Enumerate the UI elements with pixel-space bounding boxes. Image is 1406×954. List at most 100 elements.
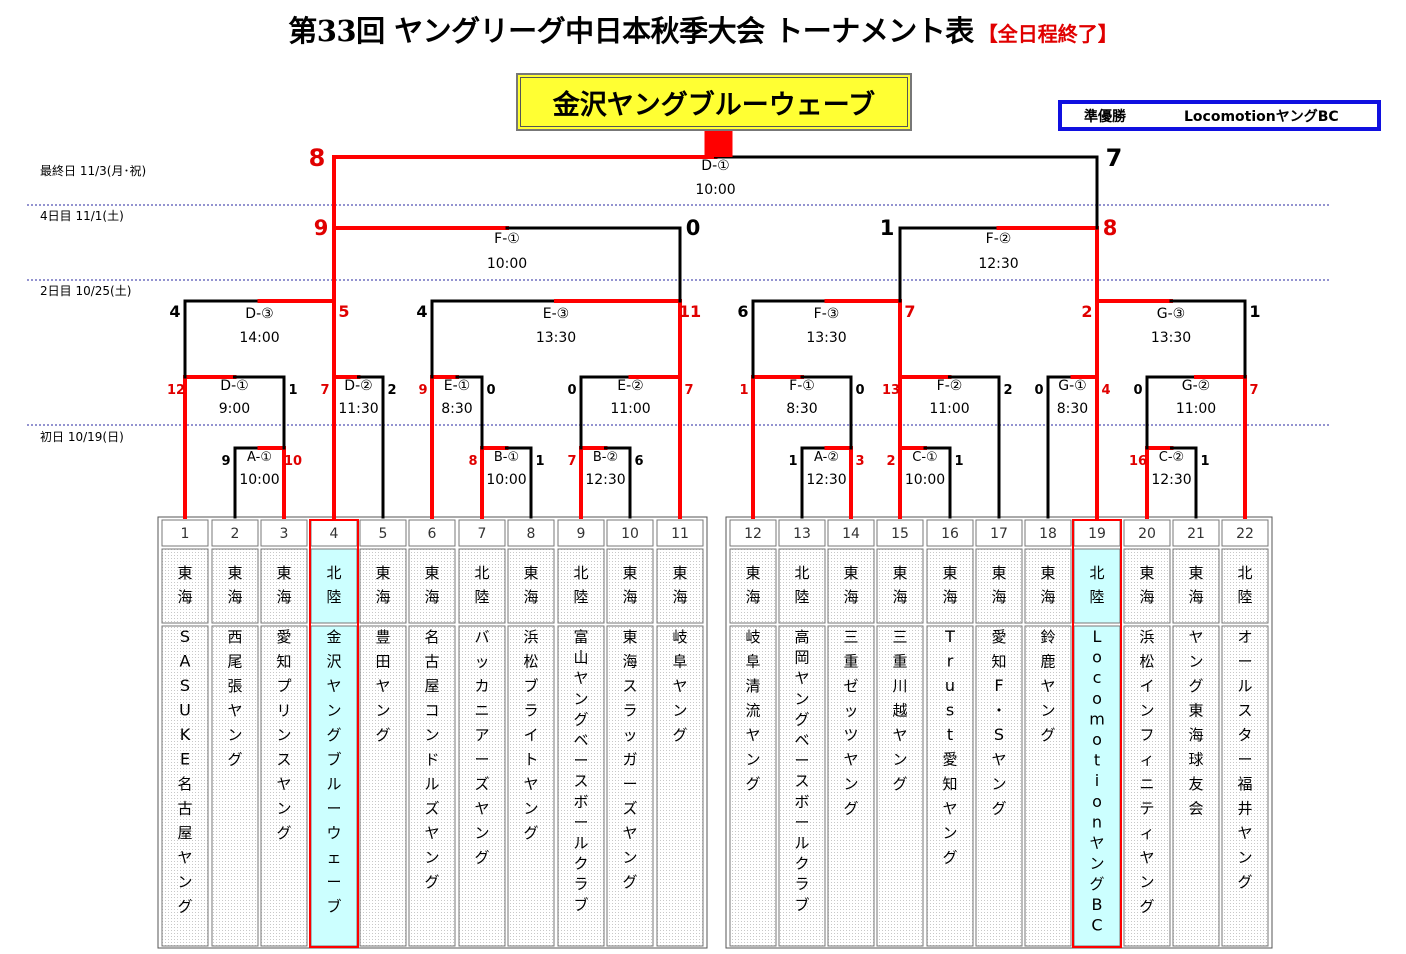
match-id: E-② bbox=[617, 378, 643, 394]
team-number-cell bbox=[975, 519, 1023, 547]
team-region: 海 bbox=[1188, 588, 1203, 606]
team-name-cell bbox=[778, 625, 826, 947]
team-name: ル bbox=[794, 834, 809, 852]
team-name: 富 bbox=[573, 628, 588, 646]
team-name: 海 bbox=[1188, 726, 1203, 744]
team-name: グ bbox=[843, 800, 858, 818]
team-name: 球 bbox=[1188, 751, 1203, 769]
team-name: 岐 bbox=[745, 628, 760, 646]
team-name: ヤ bbox=[276, 775, 291, 793]
team-name: ー bbox=[573, 813, 588, 831]
score-right: 2 bbox=[387, 383, 396, 398]
team-number-cell bbox=[778, 519, 826, 547]
team-region-cell bbox=[161, 548, 209, 624]
team-number-cell bbox=[1024, 519, 1072, 547]
match-id: F-③ bbox=[814, 306, 840, 322]
team-region: 東 bbox=[1040, 564, 1055, 582]
team-name: タ bbox=[1237, 726, 1252, 744]
team-name: ル bbox=[573, 834, 588, 852]
team-number-cell bbox=[876, 519, 924, 547]
team-region: 東 bbox=[375, 564, 390, 582]
team-name: 海 bbox=[622, 653, 637, 671]
score-right: 1 bbox=[535, 454, 544, 469]
team-name: ヤ bbox=[424, 824, 439, 842]
team-region-cell bbox=[458, 548, 506, 624]
team-name: o bbox=[1092, 792, 1102, 811]
team-region: 東 bbox=[991, 564, 1006, 582]
match-id: F-② bbox=[937, 378, 963, 394]
team-region: 北 bbox=[1237, 564, 1252, 582]
match-id: F-① bbox=[789, 378, 815, 394]
score-right: 4 bbox=[1101, 383, 1110, 398]
team-name: 三 bbox=[843, 628, 858, 646]
team-number: 7 bbox=[478, 526, 487, 542]
team-name: ヤ bbox=[1188, 628, 1203, 646]
team-name: コ bbox=[424, 702, 439, 720]
runner-up-team: LocomotionヤングBC bbox=[1184, 108, 1339, 125]
team-name-cell bbox=[211, 625, 259, 947]
match-time: 10:00 bbox=[905, 472, 945, 488]
team-name-cell bbox=[260, 625, 308, 947]
team-number: 20 bbox=[1138, 526, 1156, 542]
team-region: 北 bbox=[1089, 564, 1104, 582]
team-name: o bbox=[1092, 648, 1102, 667]
team-number-cell bbox=[1123, 519, 1171, 547]
team-name-cell bbox=[1123, 625, 1171, 947]
team-name: U bbox=[179, 701, 191, 720]
match-time: 8:30 bbox=[786, 401, 817, 417]
match-time: 13:30 bbox=[536, 330, 576, 346]
team-number-cell bbox=[729, 519, 777, 547]
team-name: S bbox=[180, 627, 190, 646]
team-name: C bbox=[1091, 915, 1102, 934]
team-name-cell bbox=[876, 625, 924, 947]
team-name-cell bbox=[458, 625, 506, 947]
team-number: 9 bbox=[577, 526, 586, 542]
score-right: 2 bbox=[1003, 383, 1012, 398]
team-name: S bbox=[994, 725, 1004, 744]
team-name: 岐 bbox=[672, 628, 687, 646]
team-name-cell bbox=[827, 625, 875, 947]
team-name: グ bbox=[276, 824, 291, 842]
match-time: 11:30 bbox=[338, 401, 378, 417]
team-region: 海 bbox=[892, 588, 907, 606]
team-number: 2 bbox=[231, 526, 240, 542]
match-time: 13:30 bbox=[806, 330, 846, 346]
score-left: 4 bbox=[169, 302, 180, 321]
team-name: ン bbox=[622, 849, 637, 867]
score-right: 6 bbox=[634, 454, 643, 469]
team-region: 陸 bbox=[1237, 588, 1252, 606]
team-name: ヤ bbox=[794, 669, 809, 687]
score-right: 10 bbox=[284, 454, 302, 469]
team-name: 屋 bbox=[177, 824, 192, 842]
team-region: 海 bbox=[672, 588, 687, 606]
team-name: グ bbox=[227, 751, 242, 769]
team-name: グ bbox=[573, 710, 588, 728]
team-name: ニ bbox=[474, 702, 489, 720]
team-name: ボ bbox=[794, 793, 809, 811]
team-number-cell bbox=[656, 519, 704, 547]
match-id: C-① bbox=[912, 450, 937, 465]
day-label: 最終日 11/3(月･祝) bbox=[40, 163, 146, 178]
team-name: ー bbox=[794, 752, 809, 770]
match-time: 12:30 bbox=[1151, 472, 1191, 488]
team-name: ー bbox=[622, 775, 637, 793]
team-region: 北 bbox=[573, 564, 588, 582]
team-region-cell bbox=[1073, 548, 1121, 624]
team-name: 古 bbox=[177, 800, 192, 818]
score-left: 16 bbox=[1129, 454, 1147, 469]
team-region: 海 bbox=[424, 588, 439, 606]
team-name: ズ bbox=[622, 800, 637, 818]
team-name: 浜 bbox=[523, 628, 538, 646]
team-name: グ bbox=[326, 726, 341, 744]
team-name-cell bbox=[161, 625, 209, 947]
team-name: E bbox=[180, 750, 190, 769]
team-name: ス bbox=[276, 751, 291, 769]
team-name: ブ bbox=[573, 896, 588, 914]
team-name: カ bbox=[474, 677, 489, 695]
score-right: 5 bbox=[338, 302, 349, 321]
team-name: 知 bbox=[276, 653, 291, 671]
team-name: ガ bbox=[622, 751, 637, 769]
team-number: 6 bbox=[428, 526, 437, 542]
team-region: 北 bbox=[794, 564, 809, 582]
team-name: ニ bbox=[1139, 775, 1154, 793]
